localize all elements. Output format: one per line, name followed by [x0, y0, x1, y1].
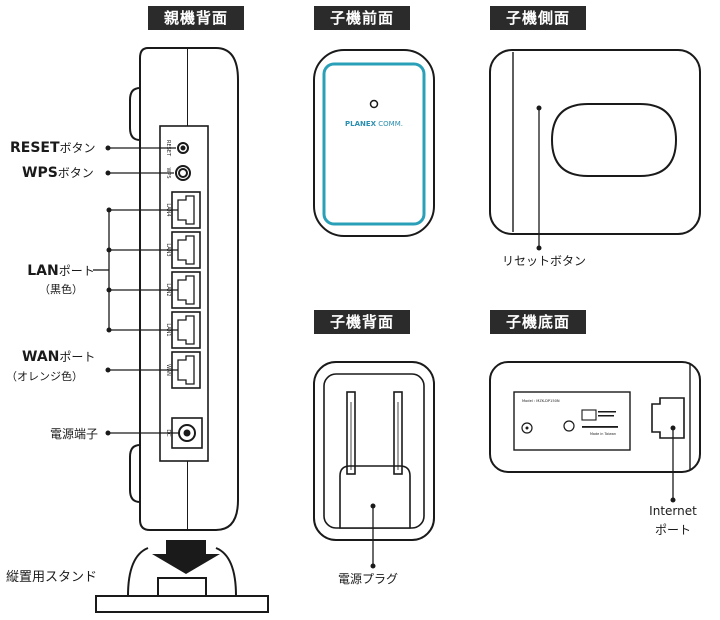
- child-back-leader: [370, 503, 376, 569]
- child-side-unit: [489, 49, 701, 235]
- tele-mark-dot: [525, 426, 529, 430]
- lan4-jack: [177, 195, 195, 225]
- lan2-dot: [106, 287, 112, 293]
- stand-left-arm: [127, 547, 149, 597]
- plug-recess: [550, 103, 678, 177]
- power-dot: [105, 430, 111, 436]
- child-back-unit: [313, 361, 435, 541]
- wps-dot: [105, 170, 111, 176]
- header-parent-back: 親機背面: [148, 6, 244, 30]
- made-in-text: Made in Taiwan: [590, 432, 616, 436]
- reset-button-pin: [180, 145, 186, 151]
- label-power-jack: 電源端子: [50, 427, 99, 441]
- lan1-dot: [106, 327, 112, 333]
- recycle-mark-icon: [563, 420, 575, 432]
- child-front-panel: [322, 62, 426, 226]
- internet-port: [651, 397, 685, 439]
- up-arrow-icon: [152, 540, 220, 574]
- label-vertical-stand: 縦置用スタンド: [6, 570, 98, 585]
- wps-button-inner: [178, 168, 188, 178]
- header-child-front: 子機前面: [314, 6, 410, 30]
- child-side-leader: [536, 105, 542, 251]
- model-text: Model : MZK-DP150N: [522, 399, 560, 403]
- lan3-dot: [106, 247, 112, 253]
- wps-button: [175, 165, 191, 181]
- parent-top-bump: [129, 87, 141, 141]
- label-wan-port: WANポート: [22, 349, 96, 365]
- plug-dot-bottom: [370, 563, 376, 569]
- internet-dot-top: [670, 425, 676, 431]
- lan4-dot: [106, 207, 112, 213]
- wan-dot: [105, 367, 111, 373]
- label-lan-port: LANポート: [27, 263, 95, 279]
- dc-jack-pin: [183, 429, 191, 437]
- parent-leader-dots: [105, 145, 112, 436]
- lan-port-stack: [171, 191, 201, 389]
- fine-print-line-1: [598, 411, 616, 413]
- plug-base: [339, 465, 411, 529]
- label-reset-button: RESETボタン: [10, 140, 96, 156]
- label-internet-port: ポート: [654, 523, 691, 537]
- reset-dot: [105, 145, 111, 151]
- child-bottom-unit: Model : MZK-DP150N Made in Taiwan: [489, 361, 701, 473]
- fine-print-line-3: [582, 426, 618, 428]
- reset-button-hole: [177, 142, 189, 154]
- label-internet: Internet: [649, 504, 697, 518]
- internet-leader: [670, 425, 676, 503]
- planex-logo: PLANEX COMM.: [345, 120, 403, 128]
- header-child-bottom: 子機底面: [490, 310, 586, 334]
- plug-pin-right: [393, 391, 403, 475]
- lan3-jack: [177, 235, 195, 265]
- power-led: [369, 99, 379, 109]
- wan-jack: [177, 355, 195, 385]
- label-lan-color: （黒色）: [39, 283, 83, 296]
- stand-right-arm: [215, 547, 237, 597]
- parent-unit: [129, 47, 239, 531]
- reset-side-dot-top: [536, 105, 542, 111]
- vertical-stand: [95, 540, 269, 613]
- reset-side-dot-bottom: [536, 245, 542, 251]
- header-child-back: 子機背面: [314, 310, 410, 334]
- stand-slot: [157, 577, 207, 597]
- parent-leader-lines: [93, 147, 179, 434]
- pse-mark-icon: [581, 409, 597, 421]
- label-power-plug: 電源プラグ: [338, 572, 399, 586]
- plug-pin-left: [346, 391, 356, 475]
- fine-print-line-2: [598, 415, 614, 417]
- stand-base: [95, 595, 269, 613]
- tele-mark-icon: [521, 422, 533, 434]
- label-reset-side: リセットボタン: [502, 254, 587, 268]
- internet-dot-bottom: [670, 497, 676, 503]
- lan1-jack: [177, 315, 195, 345]
- header-child-side: 子機側面: [490, 6, 586, 30]
- plug-dot-top: [370, 503, 376, 509]
- rating-label-sticker: [513, 391, 631, 451]
- lan2-jack: [177, 275, 195, 305]
- label-wan-color: （オレンジ色）: [6, 370, 83, 383]
- child-front-unit: PLANEX COMM.: [313, 49, 435, 237]
- label-wps-button: WPSボタン: [22, 165, 94, 181]
- parent-bottom-bump: [129, 444, 141, 503]
